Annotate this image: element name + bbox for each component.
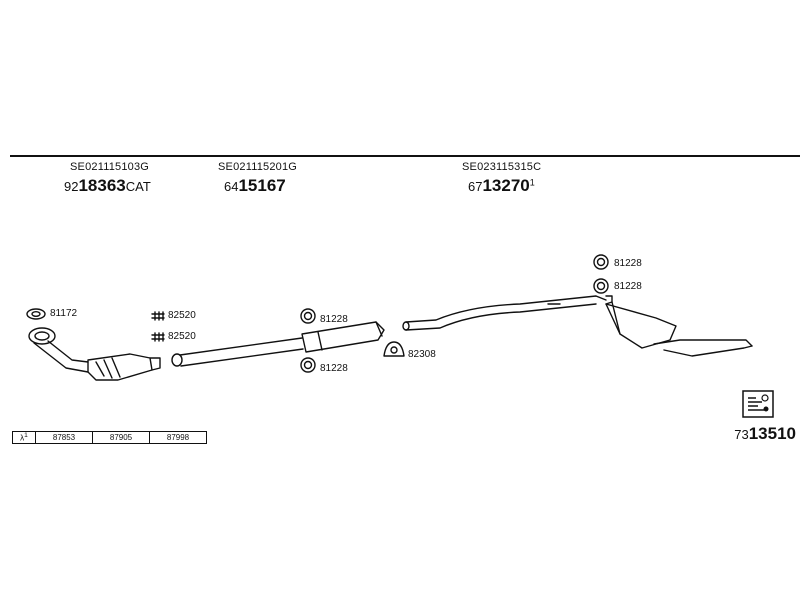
part-main: 18363 <box>78 176 126 195</box>
gasket-front-icon[interactable] <box>26 308 46 320</box>
clamp-upper-icon[interactable] <box>151 311 165 321</box>
header-divider-line <box>10 155 800 157</box>
ring-rear-1-icon[interactable] <box>593 254 609 270</box>
middle-silencer-icon[interactable] <box>171 321 385 367</box>
label-ring-rear-1: 81228 <box>614 258 642 269</box>
lambda-superscript: 1 <box>24 432 28 440</box>
lambda-cell: λ1 <box>12 431 36 444</box>
label-bracket: 82308 <box>408 349 436 360</box>
part-prefix: 92 <box>64 179 79 194</box>
label-ring-mid-bottom: 81228 <box>320 363 348 374</box>
rear-silencer-icon[interactable] <box>402 295 753 357</box>
ring-mid-bottom-icon[interactable] <box>300 357 316 373</box>
diagram-number-prefix: 73 <box>734 427 749 442</box>
catalytic-converter-icon[interactable] <box>28 327 161 381</box>
oe-number-3: SE023115315C <box>462 161 542 173</box>
part-number-3: 67132701 <box>468 176 535 196</box>
label-ring-rear-2: 81228 <box>614 281 642 292</box>
oe-number-2: SE021115201G <box>218 161 298 173</box>
part-suffix: CAT <box>125 179 151 194</box>
label-clamp-upper: 82520 <box>168 310 196 321</box>
exhaust-kit-icon[interactable] <box>742 390 774 418</box>
bracket-icon[interactable] <box>383 341 405 357</box>
label-clamp-lower: 82520 <box>168 331 196 342</box>
part-main: 13270 <box>482 176 530 195</box>
part-prefix: 64 <box>224 179 239 194</box>
footer-cell-1: 87853 <box>35 431 93 444</box>
diagram-number: 7313510 <box>734 424 796 444</box>
clamp-lower-icon[interactable] <box>151 332 165 342</box>
footer-table: λ1 87853 87905 87998 <box>12 431 207 444</box>
part-prefix: 67 <box>468 179 483 194</box>
footer-cell-2: 87905 <box>92 431 150 444</box>
part-number-2: 6415167 <box>224 176 286 196</box>
footer-cell-3: 87998 <box>149 431 207 444</box>
part-number-1: 9218363CAT <box>64 176 151 196</box>
part-main: 15167 <box>238 176 286 195</box>
oe-number-1: SE021115103G <box>70 161 150 173</box>
label-gasket-front: 81172 <box>50 308 78 319</box>
diagram-number-main: 13510 <box>748 424 796 443</box>
part-superscript: 1 <box>529 177 535 188</box>
label-ring-mid-top: 81228 <box>320 314 348 325</box>
lambda-symbol: λ <box>20 433 25 443</box>
ring-mid-top-icon[interactable] <box>300 308 316 324</box>
ring-rear-2-icon[interactable] <box>593 278 609 294</box>
